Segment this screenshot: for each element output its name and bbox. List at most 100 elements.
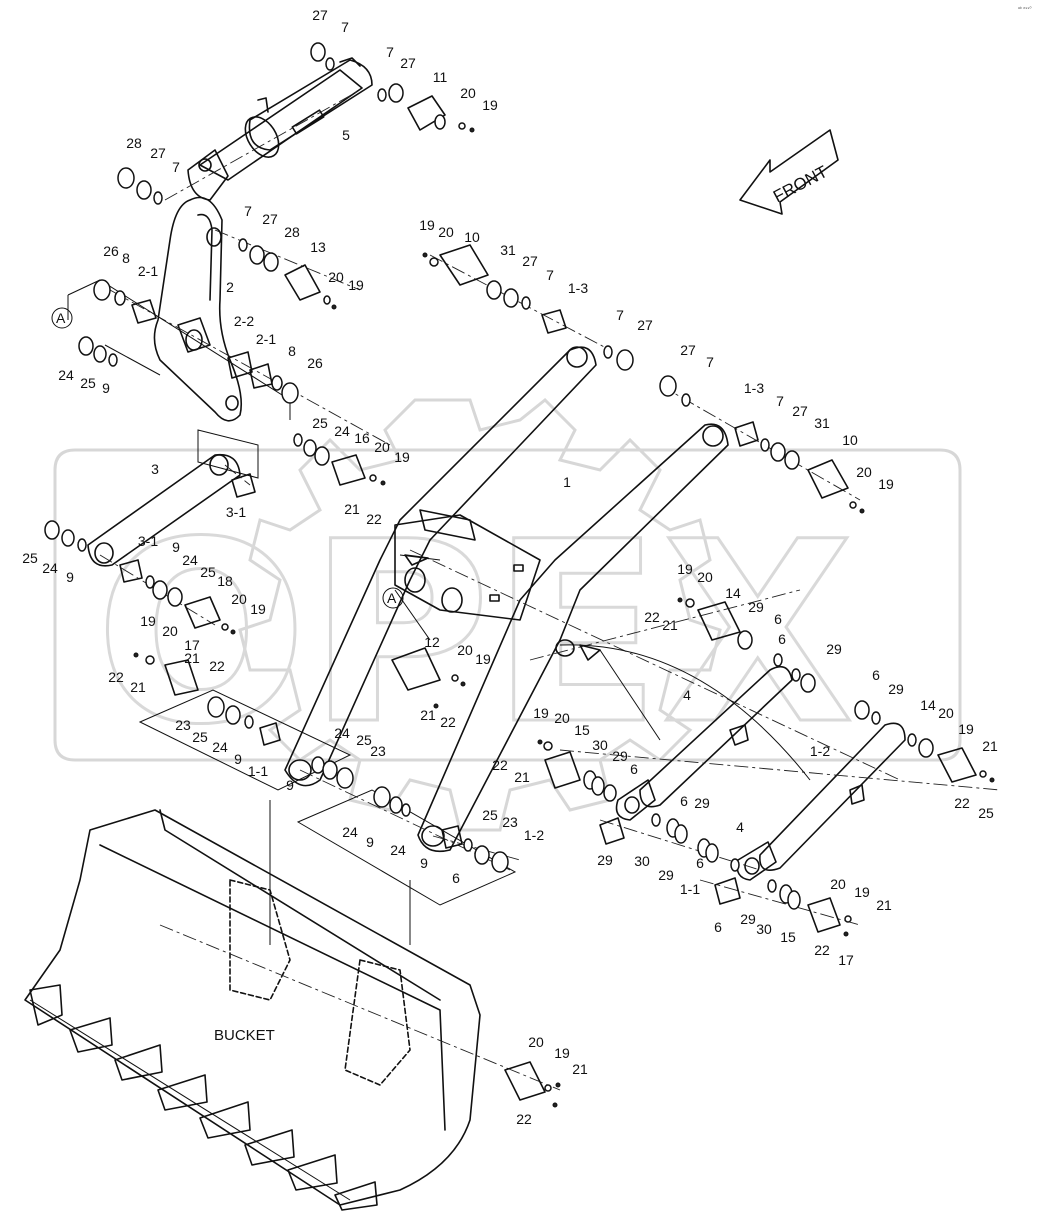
callout-21: 21 (344, 501, 360, 517)
callout-20: 20 (231, 591, 247, 607)
bell-crank-2 (153, 196, 243, 422)
callout-6: 6 (452, 870, 460, 886)
callout-29: 29 (748, 599, 764, 615)
callout-30: 30 (756, 921, 772, 937)
callout-27: 27 (312, 7, 328, 23)
callout-12: 12 (424, 634, 440, 650)
callout-16: 16 (354, 430, 370, 446)
callout-29: 29 (740, 911, 756, 927)
callout-20: 20 (460, 85, 476, 101)
callout-20: 20 (438, 224, 454, 240)
callout-28: 28 (284, 224, 300, 240)
callout-21: 21 (876, 897, 892, 913)
callout-6: 6 (872, 667, 880, 683)
callout-22: 22 (209, 658, 225, 674)
callout-4: 4 (736, 819, 744, 835)
callout-20: 20 (374, 439, 390, 455)
callout-21: 21 (572, 1061, 588, 1077)
bucket-cylinder-5 (187, 57, 373, 201)
callout-24: 24 (390, 842, 406, 858)
callout-29: 29 (694, 795, 710, 811)
callout-20: 20 (856, 464, 872, 480)
callout-2: 2 (226, 279, 234, 295)
callout-23: 23 (370, 743, 386, 759)
callout-9: 9 (102, 380, 110, 396)
callout-7: 7 (386, 44, 394, 60)
callout-6: 6 (630, 761, 638, 777)
callout-4: 4 (683, 687, 691, 703)
callout-25: 25 (200, 564, 216, 580)
callout-15: 15 (780, 929, 796, 945)
callout-24: 24 (334, 423, 350, 439)
callout-7: 7 (341, 19, 349, 35)
callout-19: 19 (677, 561, 693, 577)
callout-22: 22 (440, 714, 456, 730)
callout-27: 27 (262, 211, 278, 227)
callout-8: 8 (288, 343, 296, 359)
callout-21: 21 (184, 650, 200, 666)
callout-6: 6 (774, 611, 782, 627)
callout-21: 21 (420, 707, 436, 723)
callout-22: 22 (366, 511, 382, 527)
bucket-teeth (29, 984, 378, 1211)
callout-29: 29 (888, 681, 904, 697)
callout-22: 22 (492, 757, 508, 773)
callout-1-2: 1-2 (524, 827, 544, 843)
callout-24: 24 (182, 552, 198, 568)
callout-19: 19 (140, 613, 156, 629)
callout-6: 6 (778, 631, 786, 647)
callout-20: 20 (162, 623, 178, 639)
callout-7: 7 (172, 159, 180, 175)
callout-8: 8 (122, 250, 130, 266)
front-label: FRONT (770, 162, 831, 206)
small-parts (44, 42, 995, 1108)
callout-24: 24 (212, 739, 228, 755)
callout-3-1: 3-1 (138, 533, 158, 549)
callout-17: 17 (838, 952, 854, 968)
callout-11: 11 (433, 69, 448, 85)
callout-25: 25 (22, 550, 38, 566)
callout-24: 24 (342, 824, 358, 840)
callout-19: 19 (482, 97, 498, 113)
callout-30: 30 (634, 853, 650, 869)
callout-25: 25 (482, 807, 498, 823)
callout-5: 5 (342, 127, 350, 143)
callout-29: 29 (658, 867, 674, 883)
callout-26: 26 (103, 243, 119, 259)
callout-25: 25 (978, 805, 994, 821)
callout-23: 23 (175, 717, 191, 733)
callout-20: 20 (554, 710, 570, 726)
callout-19: 19 (250, 601, 266, 617)
callout-14: 14 (920, 697, 936, 713)
callout-15: 15 (574, 722, 590, 738)
callout-19: 19 (554, 1045, 570, 1061)
callout-20: 20 (328, 269, 344, 285)
callout-1-2: 1-2 (810, 743, 830, 759)
callout-20: 20 (457, 642, 473, 658)
callout-2-1: 2-1 (256, 331, 276, 347)
callout-9: 9 (66, 569, 74, 585)
callout-7: 7 (706, 354, 714, 370)
callout-26: 26 (307, 355, 323, 371)
callout-24: 24 (42, 560, 58, 576)
group-frames: A A (51, 279, 601, 906)
callout-10: 10 (842, 432, 858, 448)
callout-27: 27 (680, 342, 696, 358)
callout-6: 6 (680, 793, 688, 809)
callout-2-1: 2-1 (138, 263, 158, 279)
callout-1: 1 (563, 474, 571, 490)
callout-19: 19 (419, 217, 435, 233)
callout-27: 27 (637, 317, 653, 333)
callout-22: 22 (516, 1111, 532, 1127)
callout-29: 29 (612, 748, 628, 764)
callout-14: 14 (725, 585, 741, 601)
bucket-label: BUCKET (214, 1027, 275, 1044)
callout-20: 20 (697, 569, 713, 585)
callout-20: 20 (528, 1034, 544, 1050)
callout-7: 7 (244, 203, 252, 219)
callout-1-1: 1-1 (680, 881, 700, 897)
callout-25: 25 (356, 732, 372, 748)
callout-22: 22 (814, 942, 830, 958)
callout-19: 19 (394, 449, 410, 465)
